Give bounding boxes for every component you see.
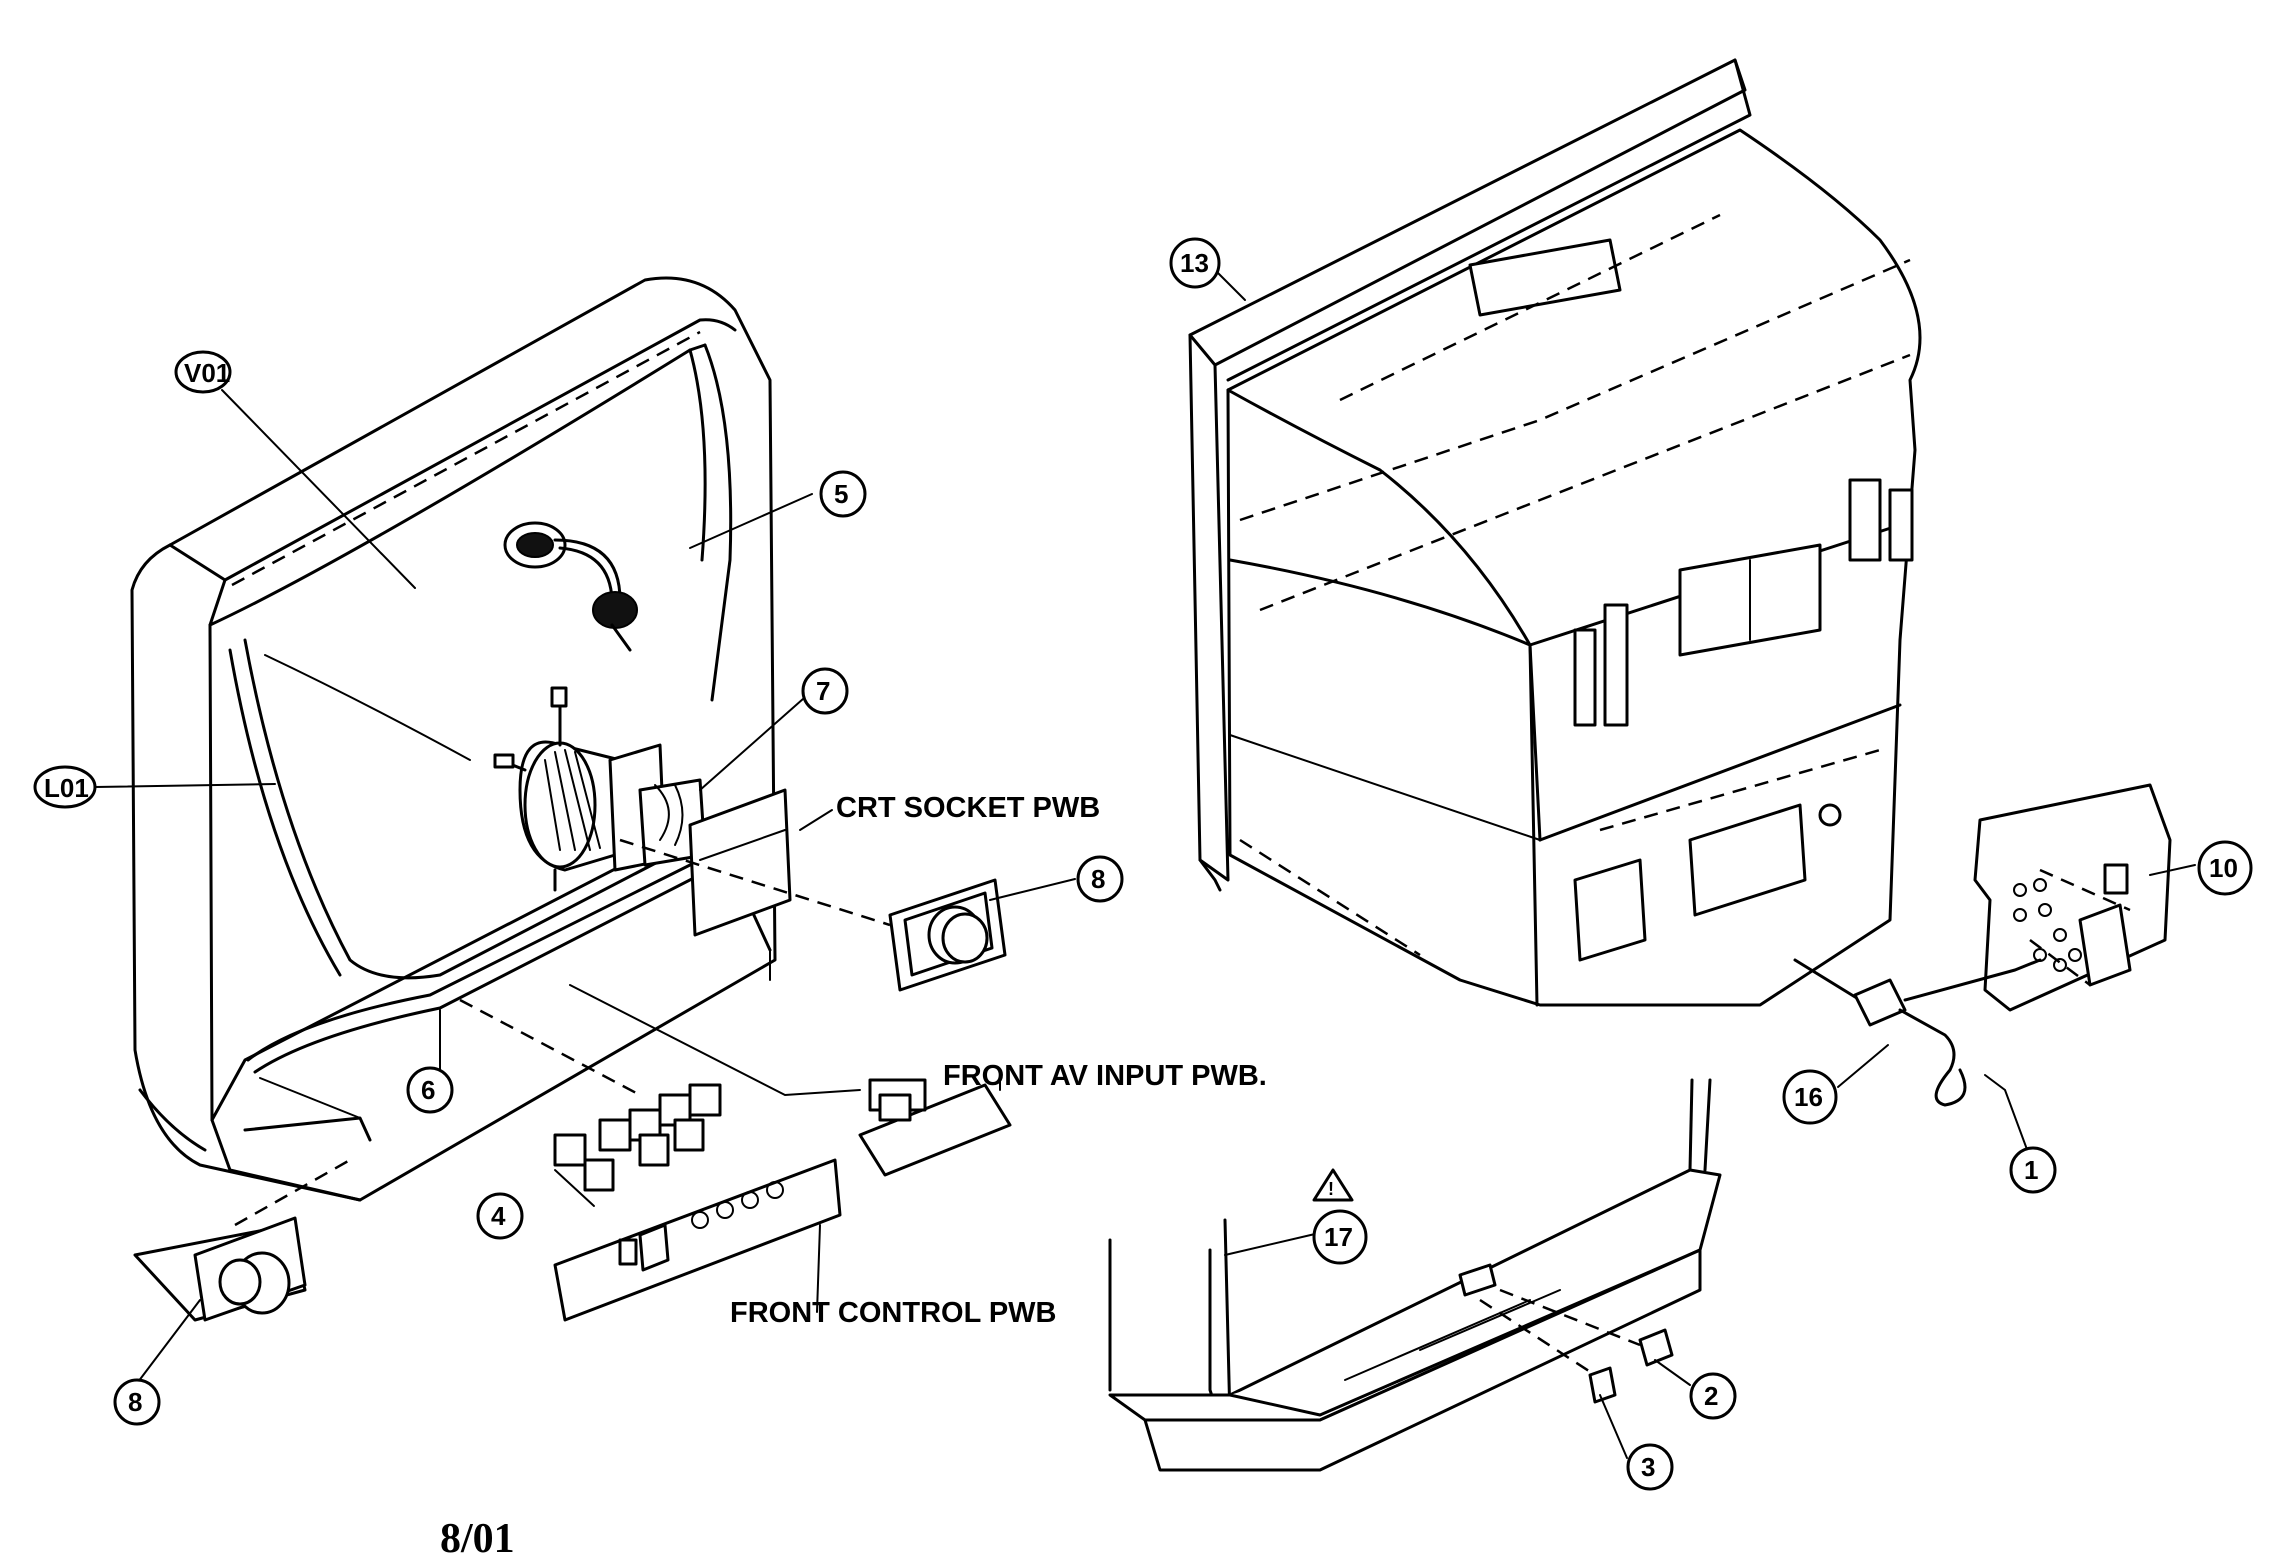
label-crt-socket-pwb: CRT SOCKET PWB [836,792,1100,824]
svg-text:16: 16 [1794,1082,1823,1112]
front-bezel-bottom [1108,1078,1722,1472]
svg-text:V01: V01 [184,358,230,388]
anode-cap [503,521,638,652]
callout-5: 5 [819,470,867,518]
revision-date: 8/01 [440,1516,515,1562]
crt-neck-yoke [493,686,707,892]
speaker-right-leader [619,838,891,927]
crt-socket-pwb [688,788,792,937]
buttons-leader [459,998,641,1097]
svg-text:L01: L01 [44,773,89,803]
callout-4: 4 [476,1192,524,1240]
callout-6: 6 [406,1066,454,1114]
speaker-right [888,878,1007,992]
callout-l01: L01 [33,765,97,809]
svg-text:1: 1 [2024,1155,2038,1185]
callout-v01: V01 [174,350,232,394]
power-cord [1793,958,2042,1107]
svg-text:13: 13 [1180,248,1209,278]
callout-3: 3 [1626,1443,1674,1491]
mounting-bracket [1973,783,2172,1012]
svg-text:6: 6 [421,1075,435,1105]
svg-text:10: 10 [2209,853,2238,883]
rear-cabinet [1188,58,1922,1007]
power-switch-knob [1638,1328,1674,1367]
callout-1: 1 [2009,1146,2057,1194]
svg-text:8: 8 [1091,864,1105,894]
bracket-leaders [2029,868,2131,986]
svg-text:4: 4 [491,1201,506,1231]
warning-triangle-icon: ! [1312,1168,1354,1202]
callout-8-left: 8 [113,1378,161,1426]
callout-17: 17 [1312,1209,1368,1265]
svg-text:7: 7 [816,676,830,706]
front-control-pwb [553,1158,842,1322]
svg-text:8: 8 [128,1387,142,1417]
svg-text:5: 5 [834,479,848,509]
label-front-control-pwb: FRONT CONTROL PWB [730,1297,1057,1329]
led-holder [1588,1366,1617,1404]
button-set [553,1083,722,1192]
svg-text:2: 2 [1704,1381,1718,1411]
callout-8-right: 8 [1076,855,1124,903]
speaker-left [133,1216,307,1322]
callout-10: 10 [2197,840,2253,896]
front-av-input-pwb [858,1078,1012,1177]
callout-2: 2 [1689,1372,1737,1420]
callout-13: 13 [1169,237,1221,289]
svg-text:3: 3 [1641,1452,1655,1482]
label-front-av-input-pwb: FRONT AV INPUT PWB. [943,1060,1267,1092]
power-switch-leader [1499,1288,1641,1347]
svg-text:17: 17 [1324,1222,1353,1252]
front-cabinet [130,276,777,1202]
front-av-leader [569,984,861,1097]
callout-7: 7 [801,667,849,715]
callout-16: 16 [1782,1069,1838,1125]
svg-text:!: ! [1328,1179,1334,1199]
